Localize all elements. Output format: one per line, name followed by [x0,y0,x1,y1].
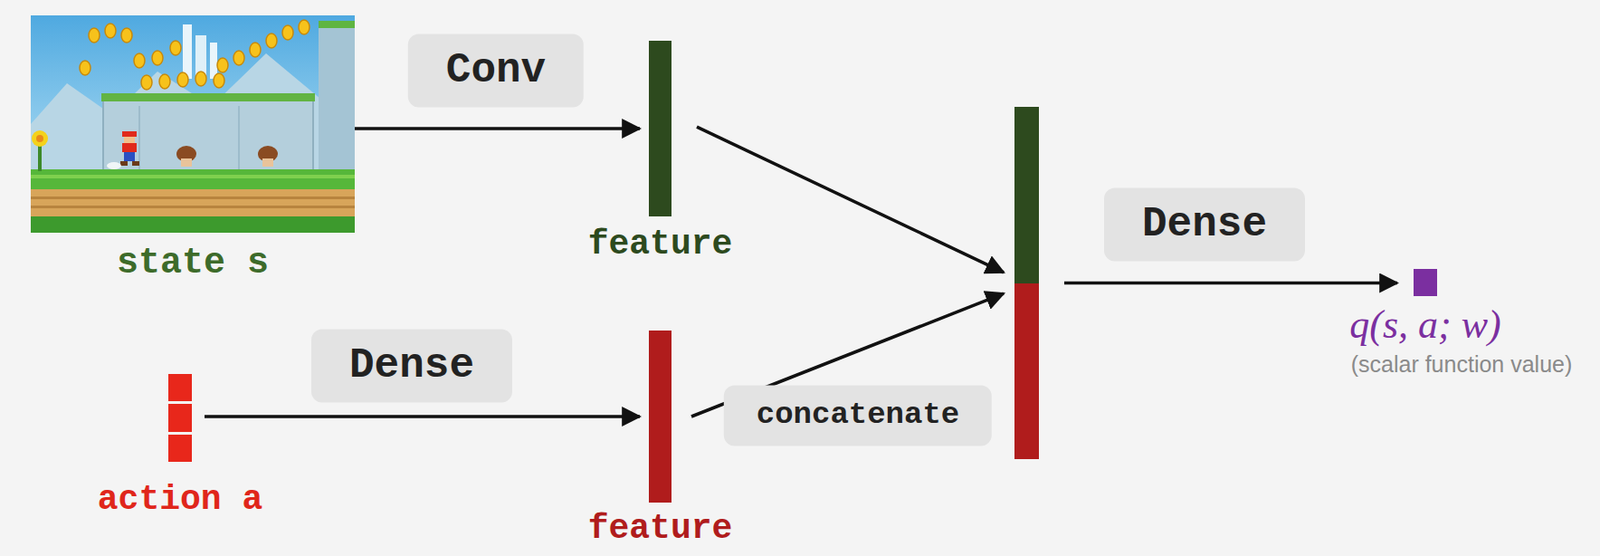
illustration-part [217,57,229,73]
vector-cell [168,373,192,401]
node-caption: state s [116,243,269,284]
illustration-part [30,196,355,200]
illustration-part [138,105,141,170]
node-caption: feature [588,225,734,264]
illustration-part [209,42,218,79]
feature-segment [1014,106,1039,284]
vector-cell [168,434,192,462]
illustration-part [238,105,240,170]
feature-bar [648,40,672,217]
illustration-part [195,71,207,86]
arrow-connector [354,126,640,131]
arrow-connector [1064,281,1398,286]
illustration-part [177,72,189,87]
game-screenshot [30,15,355,233]
node-caption: q(s, a; w) [1349,303,1501,347]
illustration-part [298,19,310,35]
illustration-part [159,74,171,89]
illustration-part [182,24,192,79]
illustration-part [106,161,122,170]
state-screenshot: state s [30,15,355,233]
feature-bar [648,330,672,503]
action-feature-vector: feature [648,330,672,503]
cliff [318,20,355,179]
arrow-connector [696,126,1004,273]
illustration-part [30,169,355,190]
caption-group: feature [389,509,933,548]
illustration-part [318,24,355,179]
illustration-part [30,205,355,209]
illustration-part [170,40,181,56]
node-caption: action a [97,480,263,519]
q-value-output: q(s, a; w)(scalar function value) [1413,268,1438,296]
concatenate-label: concatenate [723,384,992,446]
dense-layer-label: Dense [311,329,513,403]
arrow-connector [204,414,640,419]
illustration-part [88,28,100,43]
illustration-part [104,23,116,39]
illustration-part [122,131,137,137]
conv-layer-label: Conv [408,34,584,108]
illustration-part [262,158,274,167]
illustration-part [30,174,355,179]
state-feature-vector: feature [648,40,672,217]
illustration-part [152,50,163,66]
illustration-part [123,152,135,162]
illustration-part [30,15,355,233]
illustration-part [233,50,245,66]
illustration-part [180,158,192,167]
illustration-part [36,134,44,143]
caption-group: action a [0,480,452,519]
caption-group: q(s, a; w) (scalar function value) [1153,303,1600,378]
coins [79,19,310,90]
plant [31,130,48,172]
mario [106,131,140,170]
ground [30,169,355,233]
illustration-part [133,53,145,68]
illustration-part [141,75,153,90]
illustration-part [103,98,314,175]
illustration-part [282,25,294,40]
illustration-part [266,33,277,48]
illustration-part [101,93,315,102]
stone-plateau [101,93,315,175]
output-square [1413,268,1438,296]
goombas [176,145,278,167]
action-vector: action a [168,373,192,465]
illustration-part [30,189,355,217]
illustration-part [213,73,225,88]
caption-group: feature [389,225,933,264]
illustration-part [121,28,133,43]
illustration-part [249,42,261,58]
illustration-part [318,20,355,29]
illustration-part [123,136,135,143]
mountains [30,53,355,179]
dense-layer-label: Dense [1104,188,1305,262]
illustration-part [120,161,128,166]
feature-segment [1014,283,1039,460]
concatenated-feature [1014,106,1039,459]
node-note: (scalar function value) [1351,352,1573,378]
illustration-part [122,142,137,153]
caption-group: state s [0,243,465,284]
illustration-part [132,161,140,166]
vector-cell [168,403,192,431]
illustration-part [79,60,91,76]
illustration-part [31,130,48,147]
node-caption: feature [588,509,734,548]
illustration-part [30,216,355,233]
